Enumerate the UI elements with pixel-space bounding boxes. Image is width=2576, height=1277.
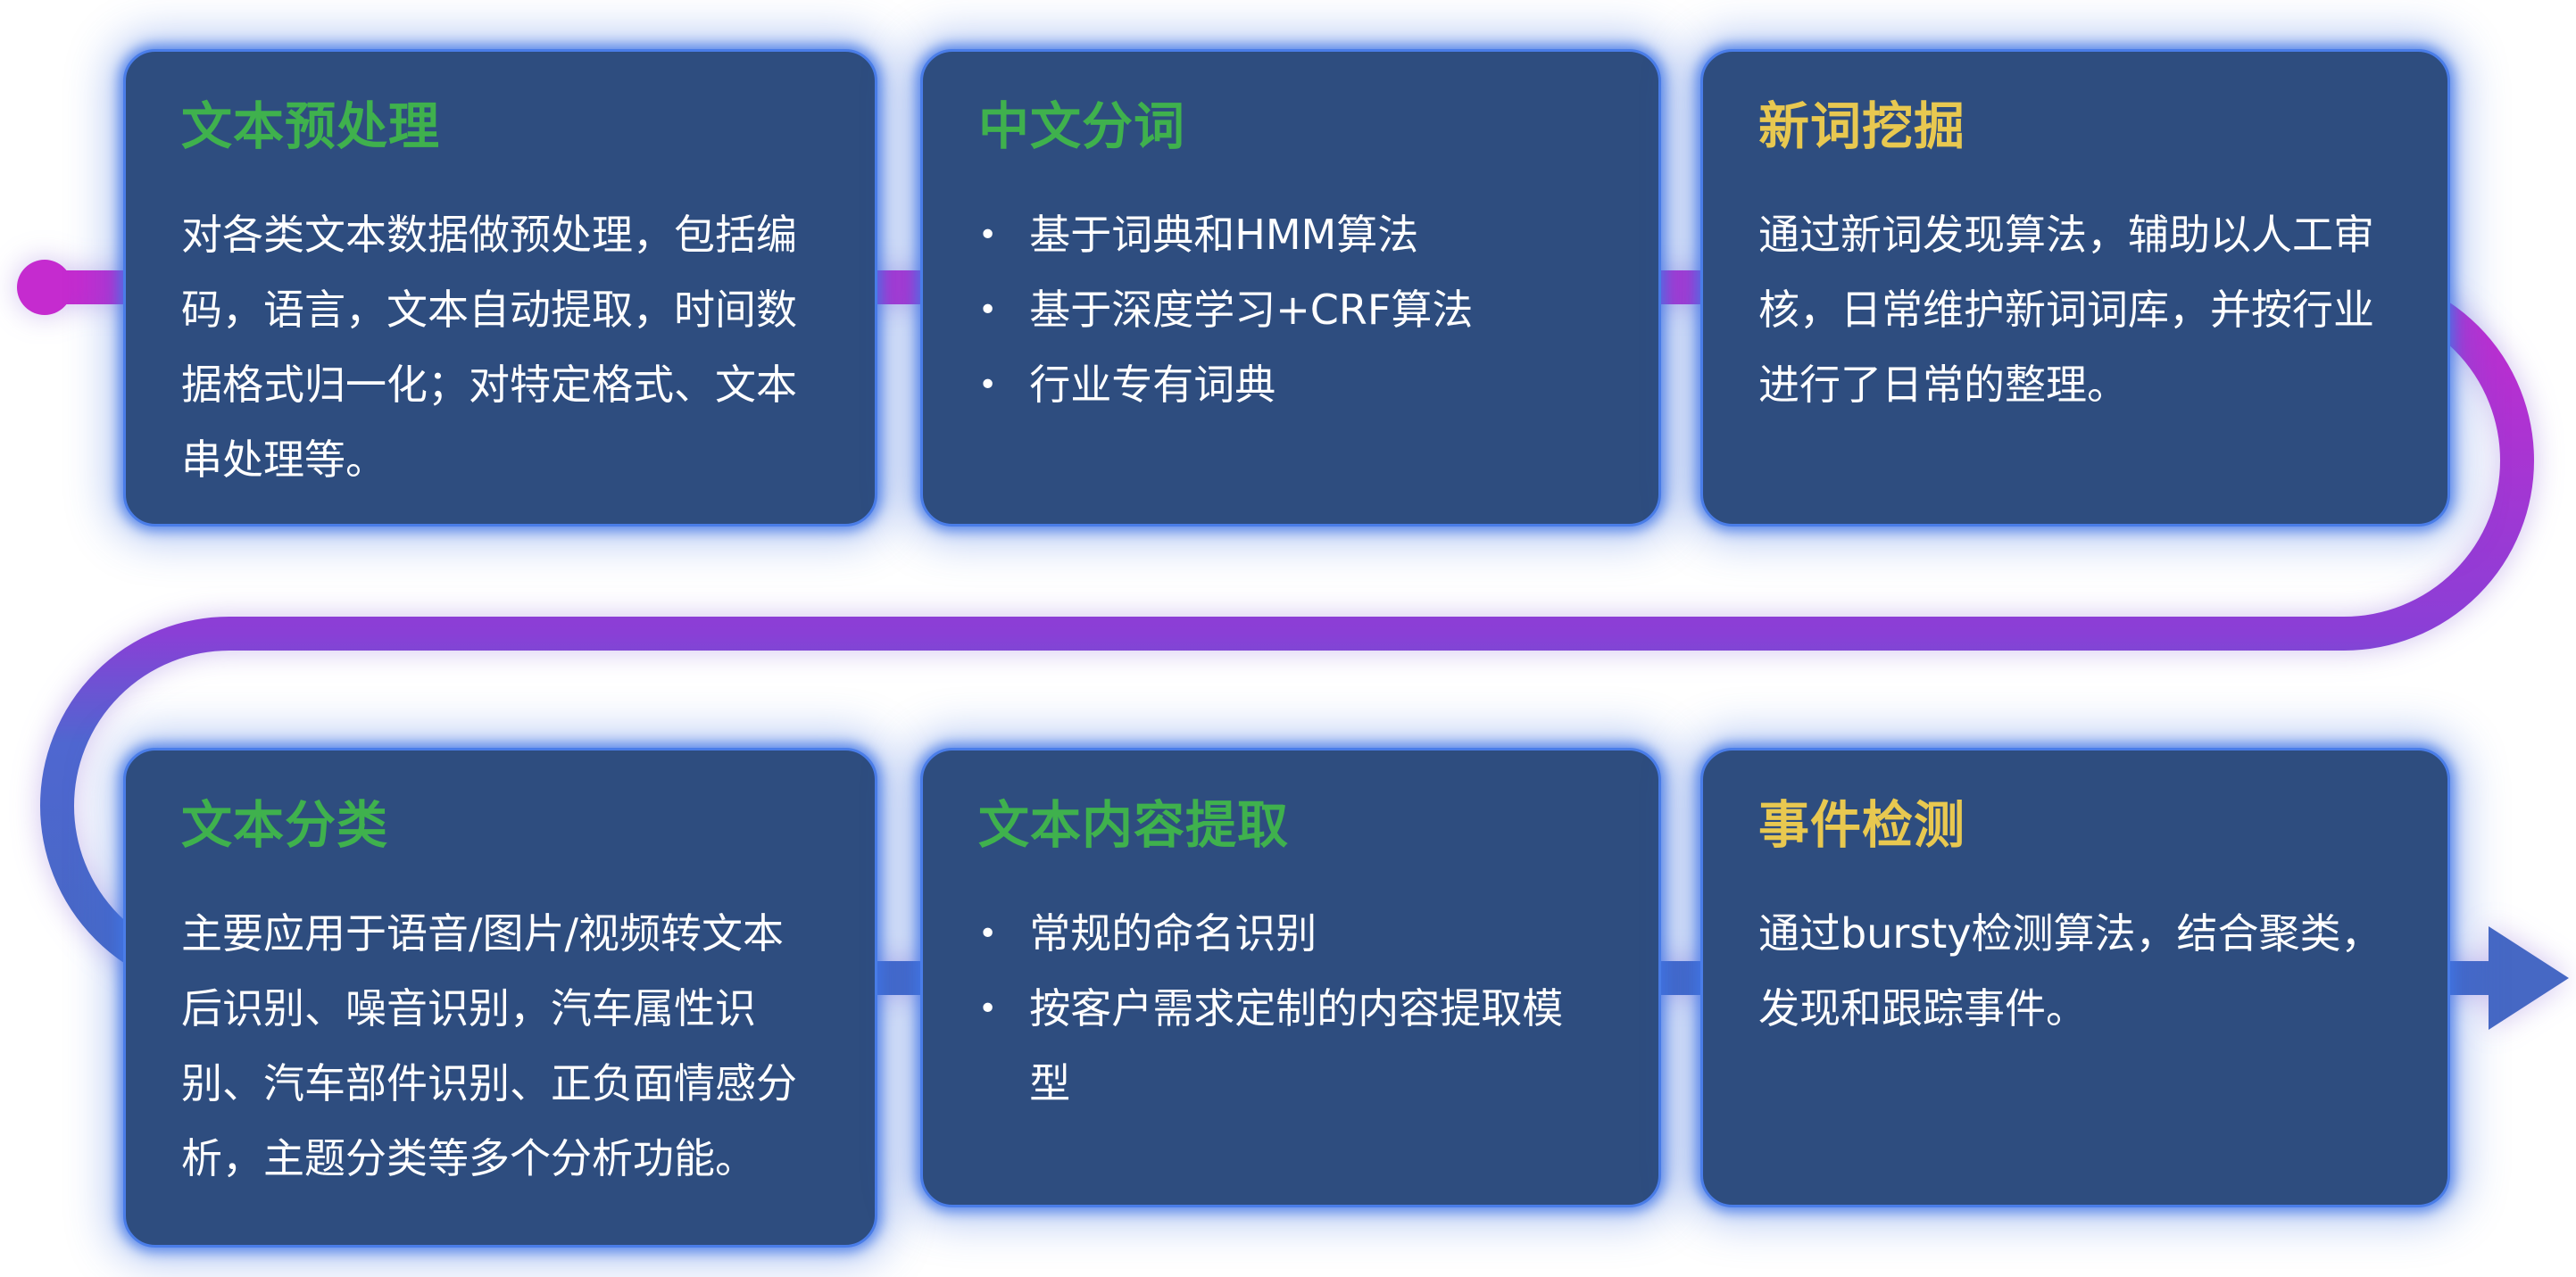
bullet-icon: • — [978, 916, 998, 953]
card-paragraph: 通过bursty检测算法，结合聚类，发现和跟踪事件。 — [1758, 909, 2382, 1033]
card-title: 事件检测 — [1758, 796, 1965, 855]
card-event-detection: 事件检测 通过bursty检测算法，结合聚类，发现和跟踪事件。 — [1700, 748, 2450, 1207]
card-new-word-mining: 新词挖掘 通过新词发现算法，辅助以人工审核，日常维护新词词库，并按行业进行了日常… — [1700, 49, 2450, 527]
card-text-preprocessing: 文本预处理 对各类文本数据做预处理，包括编码，语言，文本自动提取，时间数据格式归… — [123, 49, 877, 527]
list-item-text: 按客户需求定制的内容提取模型 — [1029, 984, 1564, 1107]
card-title: 文本预处理 — [181, 97, 440, 156]
list-item: • 基于深度学习+CRF算法 — [978, 273, 1603, 348]
bullet-icon: • — [978, 991, 998, 1028]
flow-start-dot-icon — [17, 260, 72, 315]
list-item-text: 基于深度学习+CRF算法 — [1029, 286, 1474, 335]
bullet-icon: • — [978, 217, 998, 254]
flow-arrow-icon — [2489, 926, 2569, 1030]
card-title: 新词挖掘 — [1758, 97, 1965, 156]
list-item-text: 常规的命名识别 — [1029, 909, 1317, 958]
bullet-icon: • — [978, 366, 998, 403]
card-title: 文本分类 — [181, 796, 388, 855]
flow-path — [39, 270, 2535, 995]
list-item: • 常规的命名识别 — [978, 897, 1603, 972]
list-item: • 基于词典和HMM算法 — [978, 198, 1603, 273]
bullet-list: • 基于词典和HMM算法 • 基于深度学习+CRF算法 • 行业专有词典 — [978, 198, 1603, 422]
bullet-icon: • — [978, 292, 998, 329]
list-item-text: 行业专有词典 — [1029, 360, 1276, 409]
card-chinese-word-segmentation: 中文分词 • 基于词典和HMM算法 • 基于深度学习+CRF算法 • 行业专有词… — [920, 49, 1661, 527]
card-title: 中文分词 — [978, 97, 1185, 156]
card-text-content-extraction: 文本内容提取 • 常规的命名识别 • 按客户需求定制的内容提取模型 — [920, 748, 1661, 1207]
card-text-classification: 文本分类 主要应用于语音/图片/视频转文本后识别、噪音识别，汽车属性识别、汽车部… — [123, 748, 877, 1248]
card-paragraph: 对各类文本数据做预处理，包括编码，语言，文本自动提取，时间数据格式归一化；对特定… — [181, 211, 797, 484]
list-item: • 行业专有词典 — [978, 348, 1603, 423]
card-paragraph: 主要应用于语音/图片/视频转文本后识别、噪音识别，汽车属性识别、汽车部件识别、正… — [181, 909, 797, 1182]
list-item-text: 基于词典和HMM算法 — [1029, 211, 1419, 260]
bullet-list: • 常规的命名识别 • 按客户需求定制的内容提取模型 — [978, 897, 1603, 1121]
card-paragraph: 通过新词发现算法，辅助以人工审核，日常维护新词词库，并按行业进行了日常的整理。 — [1758, 211, 2374, 409]
card-title: 文本内容提取 — [978, 796, 1289, 855]
list-item: • 按客户需求定制的内容提取模型 — [978, 972, 1603, 1121]
